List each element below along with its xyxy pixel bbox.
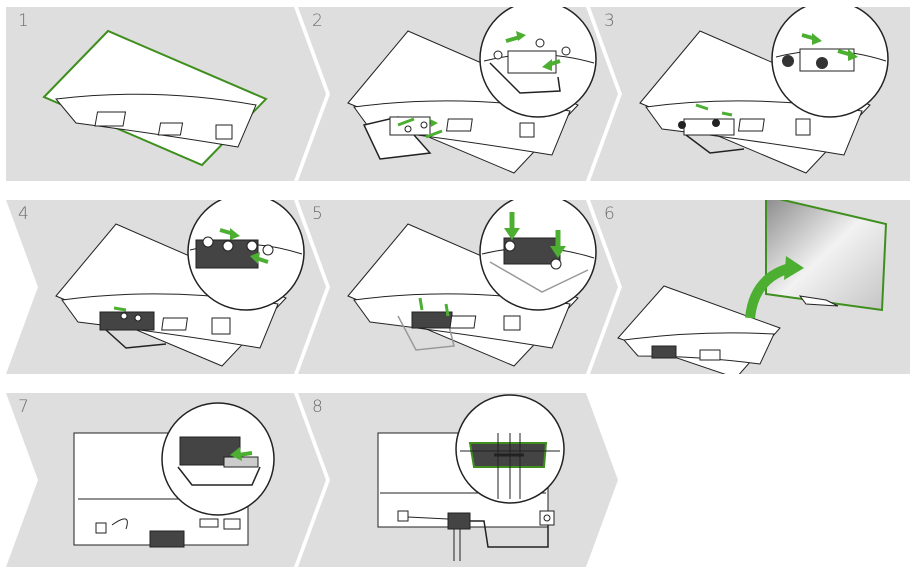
step-8-panel: 8 bbox=[298, 393, 628, 567]
step-3-panel: 3 bbox=[590, 7, 919, 181]
cable-icon bbox=[470, 520, 549, 548]
cable-management-illustration bbox=[73, 402, 275, 548]
power-connection-illustration bbox=[377, 394, 565, 561]
stand-attach-illustration bbox=[347, 7, 597, 174]
stand-up-tv-illustration bbox=[617, 200, 888, 374]
step-6-panel: 6 bbox=[590, 200, 919, 374]
press-cover-illustration bbox=[347, 200, 597, 367]
step-7-panel: 7 bbox=[6, 393, 336, 567]
cover-attach-illustration bbox=[55, 200, 305, 367]
step-number: 6 bbox=[604, 204, 615, 224]
step-2-panel: 2 bbox=[298, 7, 628, 181]
step-number: 4 bbox=[18, 204, 29, 224]
step-number: 7 bbox=[18, 397, 29, 417]
step-4-panel: 4 bbox=[6, 200, 336, 374]
cable-icon bbox=[111, 518, 128, 530]
step-number: 8 bbox=[312, 397, 323, 417]
tv-back-illustration bbox=[42, 29, 268, 167]
step-1-panel: 1 bbox=[6, 7, 336, 181]
step-number: 3 bbox=[604, 11, 615, 31]
step-5-panel: 5 bbox=[298, 200, 628, 374]
step-number: 1 bbox=[18, 11, 29, 31]
step-number: 5 bbox=[312, 204, 323, 224]
step-number: 2 bbox=[312, 11, 323, 31]
screw-fasten-illustration bbox=[639, 7, 889, 174]
power-outlet-icon bbox=[539, 510, 555, 526]
